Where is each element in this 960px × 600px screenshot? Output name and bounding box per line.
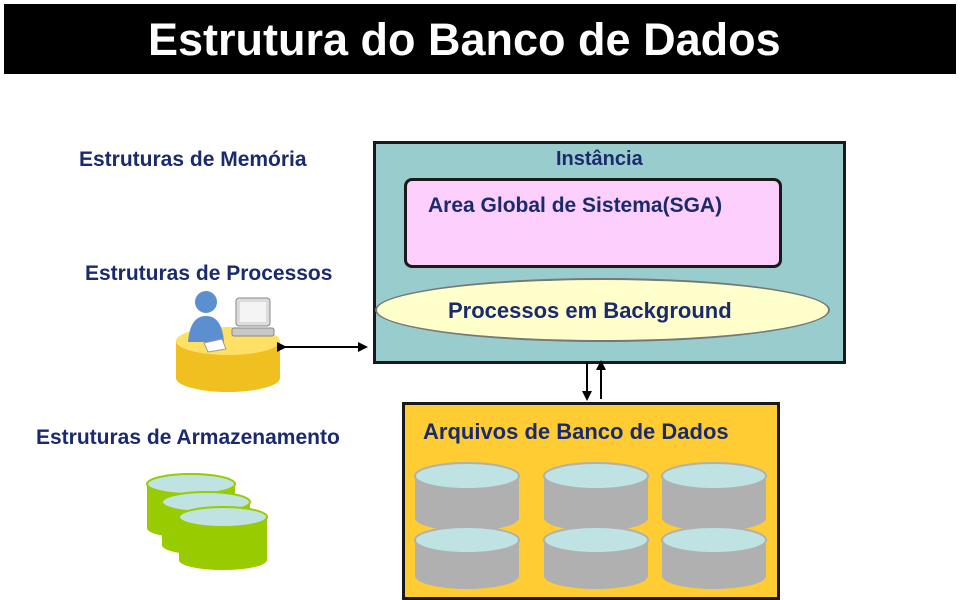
memory-structures-label: Estruturas de Memória [79,148,307,171]
database-disk-icons [414,462,767,589]
background-processes-label: Processos em Background [448,298,732,323]
sga-box [404,178,782,268]
database-disk-icon [661,526,767,589]
database-disk-icon [414,526,520,589]
instance-label: Instância [556,148,643,170]
database-files-label: Arquivos de Banco de Dados [423,419,729,444]
sga-label: Area Global de Sistema(SGA) [428,194,723,217]
storage-stack-icon [146,473,268,570]
storage-structures-label: Estruturas de Armazenamento [36,426,340,449]
process-structures-label: Estruturas de Processos [85,262,333,285]
database-disk-icon [661,462,767,531]
user-at-computer-icon [176,291,280,392]
database-disk-icon [543,462,649,531]
page-title: Estrutura do Banco de Dados [148,14,781,65]
database-disk-icon [414,462,520,531]
database-disk-icon [543,526,649,589]
title-bar: Estrutura do Banco de Dados [4,4,956,74]
background-processes-ellipse [375,278,830,342]
